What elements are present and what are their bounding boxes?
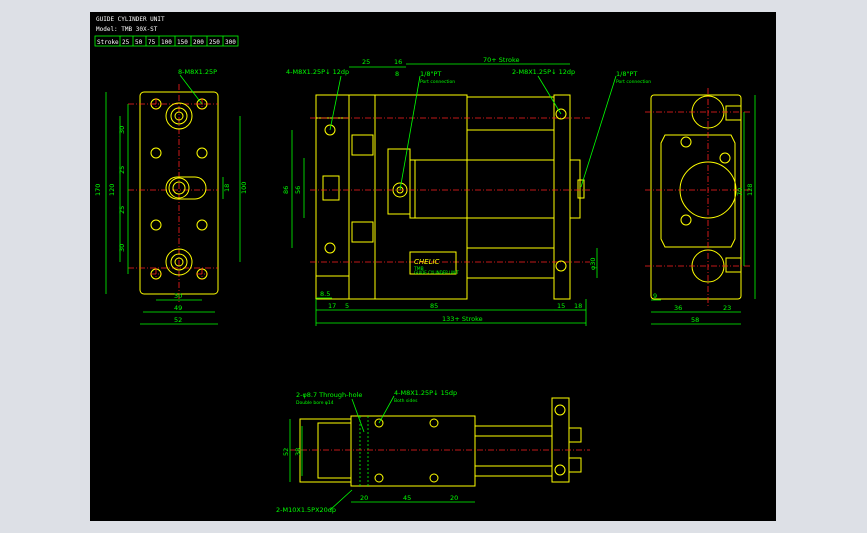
plate-line2: GUIDE CYLINDER UNIT (414, 270, 459, 275)
title-block: GUIDE CYLINDER UNIT Model: TMB 30X-ST St… (94, 16, 239, 47)
dim-bottom-outer: 52 (174, 316, 182, 324)
bottom-dim: 20 (450, 494, 458, 502)
plate-line1: TMB (413, 266, 424, 272)
dim-8: 8 (395, 70, 399, 78)
piston-rod (409, 159, 555, 219)
side-view: 128 70 9 36 23 58 (645, 88, 756, 325)
bottom-dim-left-inner: 38 (294, 448, 302, 456)
port-sub-2: Port connection (616, 79, 651, 85)
dim-dia: φ30 (589, 257, 597, 270)
dim-left: 25 (118, 206, 126, 214)
side-dim-b: 36 (674, 304, 682, 312)
bottom-note-2: 4-M8X1.25P↓ 15dp (394, 389, 457, 397)
dim-bottom: 15 (557, 302, 565, 310)
dim-16: 16 (394, 58, 402, 66)
dim-left: 30 (118, 126, 126, 134)
note-tl: 4-M8X1.25P↓ 12dp (286, 68, 349, 76)
stroke-value: 200 (193, 39, 204, 46)
left-view: 8-M8X1.25P 170 120 30 25 25 30 18 100 30… (94, 68, 248, 325)
dim-bottom: 5 (345, 302, 349, 310)
bottom-note-2b: Both sides (394, 398, 418, 404)
stroke-value: 300 (225, 39, 236, 46)
cad-viewport[interactable]: GUIDE CYLINDER UNIT Model: TMB 30X-ST St… (90, 12, 776, 521)
drawing-title: GUIDE CYLINDER UNIT (96, 16, 165, 23)
port-note-2: 1/8"PT (616, 70, 637, 78)
bottom-view: 2-φ8.7 Through-hole Double bore φ14 4-M8… (276, 389, 590, 514)
dim-bottom: 85 (430, 302, 438, 310)
body-block (348, 94, 376, 300)
dim-left: 30 (118, 244, 126, 252)
dim-bottom-inner: 30 (174, 292, 182, 300)
bottom-note-3: 2-M10X1.5PX20dp (276, 506, 336, 514)
side-dim-a: 9 (653, 292, 657, 300)
dim-overall: 133+ Stroke (442, 315, 483, 323)
side-dim-total: 58 (691, 316, 699, 324)
dim-25: 25 (362, 58, 370, 66)
front-view: CHELIC TMB GUIDE CYLINDER UNIT 4-M8X1.25… (282, 56, 651, 326)
dim-bottom: 8.5 (320, 290, 330, 298)
bottom-dim-left: 52 (282, 448, 290, 456)
dim-left-outer: 86 (282, 186, 290, 194)
stroke-value: 25 (122, 39, 130, 46)
model-label: Model: TMB 30X-ST (96, 26, 158, 33)
stroke-table (94, 35, 239, 47)
stroke-value: 100 (161, 39, 172, 46)
bottom-body (350, 415, 476, 487)
note-tr: 2-M8X1.25P↓ 12dp (512, 68, 575, 76)
side-dim-right: 128 (746, 184, 754, 196)
dim-bottom: 17 (328, 302, 336, 310)
side-dim-inner: 70 (736, 188, 744, 196)
dim-right: 100 (240, 182, 248, 194)
dim-overall: 170 (94, 184, 102, 196)
dim-inner: 120 (108, 184, 116, 196)
dim-left: 25 (118, 166, 126, 174)
side-dim-c: 23 (723, 304, 731, 312)
bottom-plate (299, 418, 352, 483)
stroke-label: Stroke (97, 39, 119, 46)
dim-bottom-mid: 49 (174, 304, 182, 312)
port-sub-1: Port connection (420, 79, 455, 85)
dim-stroke-top: 70+ Stroke (483, 56, 520, 64)
thread-note: 8-M8X1.25P (178, 68, 217, 76)
bottom-dim: 20 (360, 494, 368, 502)
cad-drawing: GUIDE CYLINDER UNIT Model: TMB 30X-ST St… (94, 16, 756, 514)
side-outline (650, 94, 742, 300)
port-note-1: 1/8"PT (420, 70, 441, 78)
cylinder-body (374, 94, 468, 300)
bottom-dim: 45 (403, 494, 411, 502)
dim-bottom: 18 (574, 302, 582, 310)
stroke-value: 50 (135, 39, 143, 46)
brand-label: CHELIC (414, 258, 440, 266)
bottom-note-1b: Double bore φ14 (296, 400, 334, 406)
dim-left-inner: 56 (294, 186, 302, 194)
dim-small: 18 (223, 184, 231, 192)
stroke-value: 150 (177, 39, 188, 46)
stroke-value: 75 (148, 39, 156, 46)
stroke-value: 250 (209, 39, 220, 46)
bottom-note-1: 2-φ8.7 Through-hole (296, 391, 362, 399)
